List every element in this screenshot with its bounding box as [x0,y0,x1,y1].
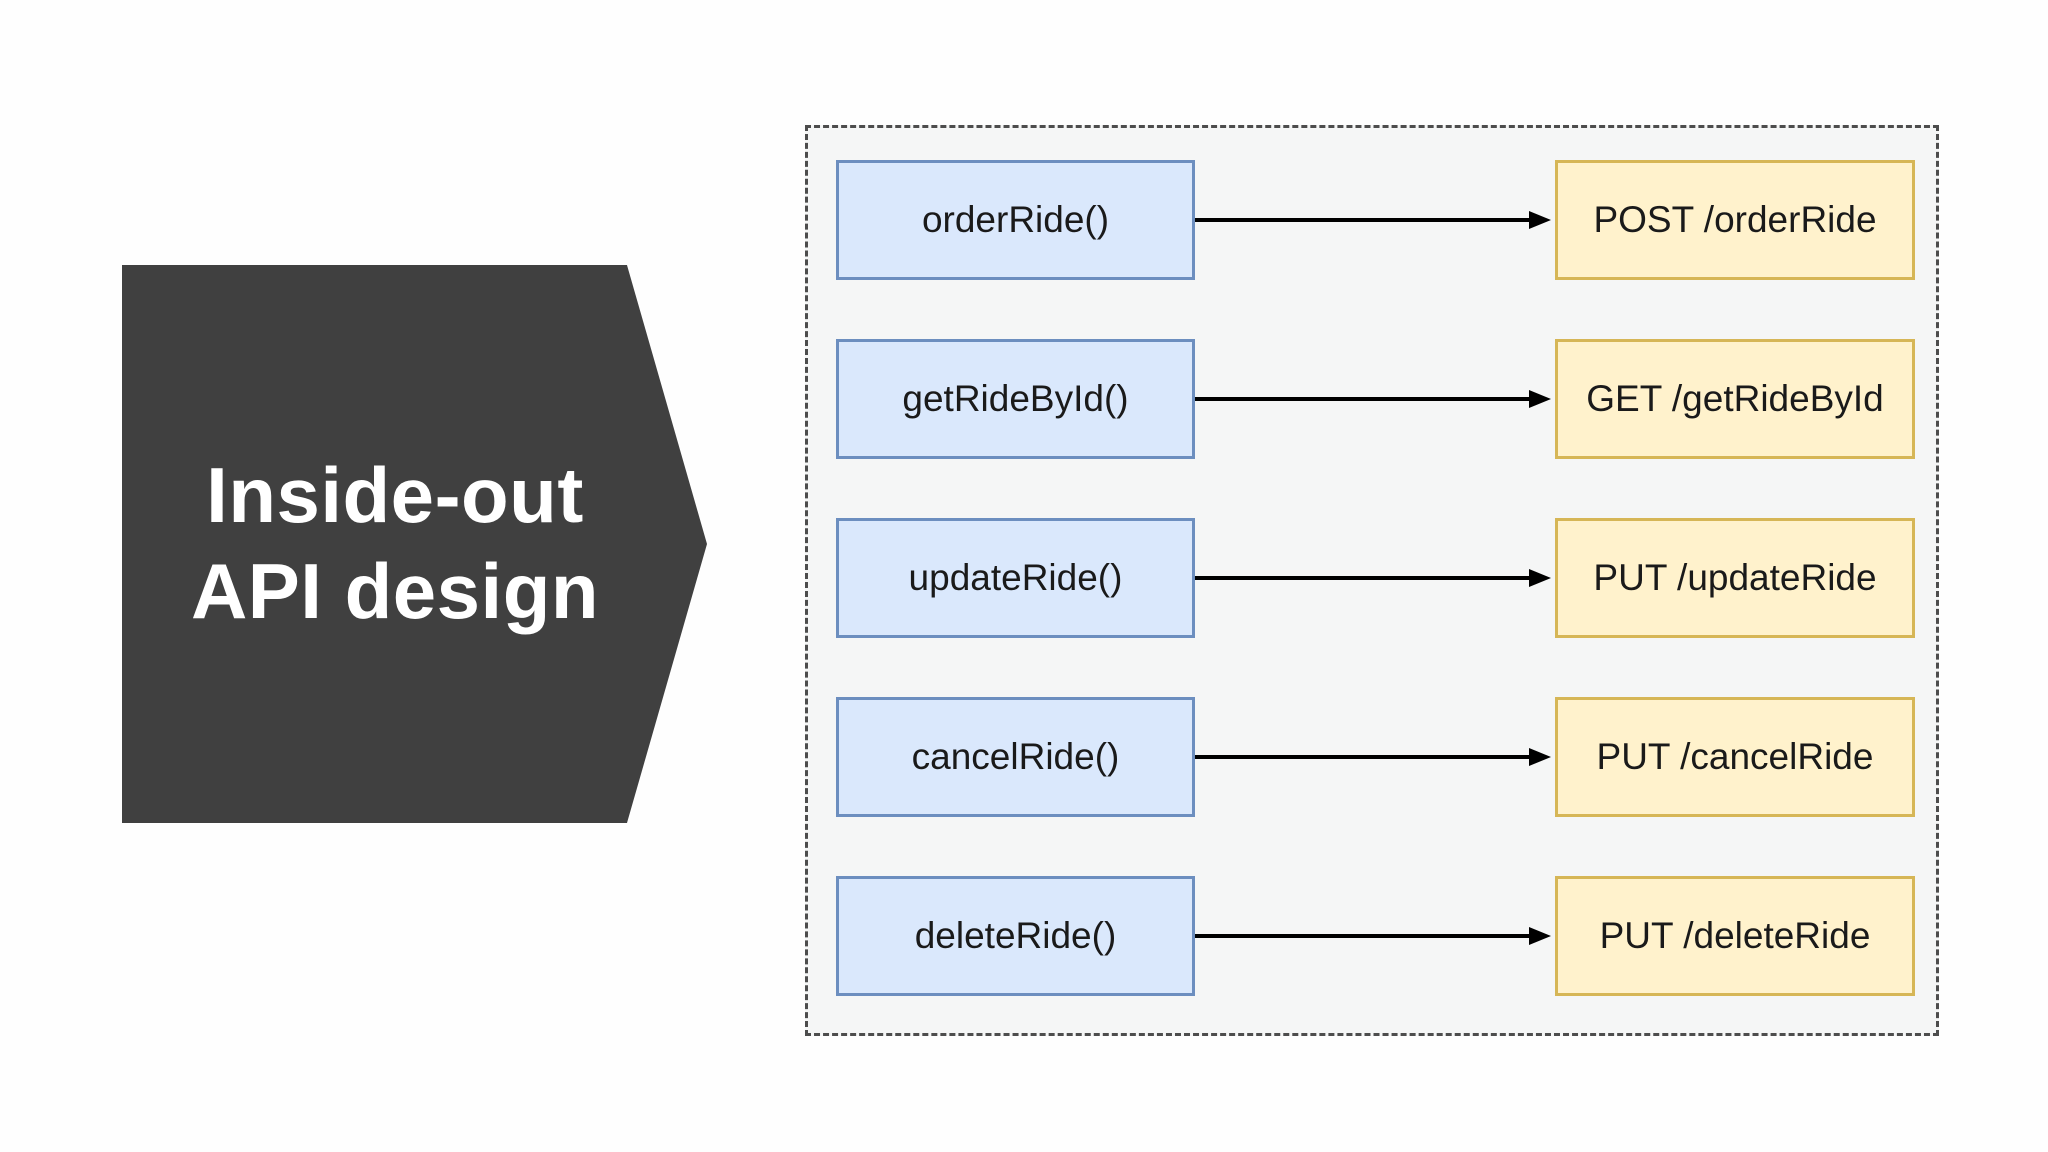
function-label: orderRide() [921,199,1110,240]
endpoint-label: PUT /updateRide [1593,557,1877,598]
mapping-row: getRideById() GET /getRideById [808,339,1936,459]
endpoint-label: GET /getRideById [1586,378,1884,419]
endpoint-box: POST /orderRide [1555,160,1915,280]
mapping-row: orderRide() POST /orderRide [808,160,1936,280]
arrow-line [1195,576,1535,580]
function-box: updateRide() [836,518,1195,638]
function-label: getRideById() [902,378,1129,419]
function-box: getRideById() [836,339,1195,459]
mapping-row: deleteRide() PUT /deleteRide [808,876,1936,996]
arrow-line [1195,934,1535,938]
function-label: cancelRide() [911,736,1120,777]
endpoint-label: POST /orderRide [1593,199,1877,240]
arrow-head-icon [1529,927,1551,945]
function-label: deleteRide() [914,915,1117,956]
banner-title-line2: API design [190,547,600,635]
inside-out-banner-chevron: Inside-out API design [122,265,707,823]
endpoint-box: PUT /deleteRide [1555,876,1915,996]
arrow-head-icon [1529,569,1551,587]
arrow-head-icon [1529,390,1551,408]
endpoint-label: PUT /cancelRide [1596,736,1874,777]
arrow-line [1195,397,1535,401]
mapping-row: cancelRide() PUT /cancelRide [808,697,1936,817]
arrow-line [1195,755,1535,759]
mapping-row: updateRide() PUT /updateRide [808,518,1936,638]
mapping-container: orderRide() POST /orderRide getRideById(… [805,125,1939,1036]
mapping-arrow [1195,390,1551,408]
function-box: orderRide() [836,160,1195,280]
mapping-arrow [1195,569,1551,587]
mapping-arrow [1195,211,1551,229]
function-box: deleteRide() [836,876,1195,996]
banner-title-line1: Inside-out [206,451,584,540]
function-label: updateRide() [908,557,1123,598]
arrow-line [1195,218,1535,222]
function-box: cancelRide() [836,697,1195,817]
banner-title: Inside-out API design [122,265,707,823]
arrow-head-icon [1529,211,1551,229]
endpoint-box: GET /getRideById [1555,339,1915,459]
mapping-arrow [1195,748,1551,766]
endpoint-label: PUT /deleteRide [1599,915,1871,956]
endpoint-box: PUT /cancelRide [1555,697,1915,817]
endpoint-box: PUT /updateRide [1555,518,1915,638]
arrow-head-icon [1529,748,1551,766]
mapping-arrow [1195,927,1551,945]
